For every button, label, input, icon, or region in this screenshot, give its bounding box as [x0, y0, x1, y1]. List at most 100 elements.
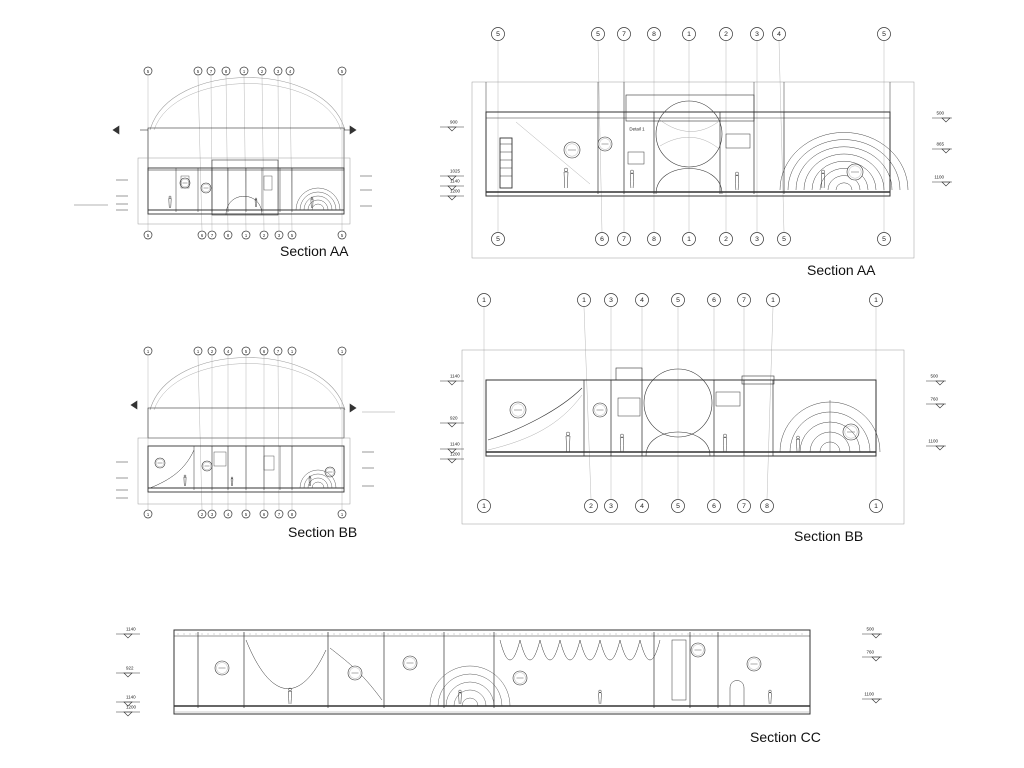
arc-ring-aa-small [311, 203, 325, 211]
grid-bubble-bb-large-top [604, 293, 618, 307]
figure-head [723, 433, 727, 438]
level-marker-bb-right [935, 445, 945, 451]
section-outline-bb-small [137, 437, 351, 505]
figure-head [168, 195, 172, 199]
grid-bubble-bb-large-bottom [737, 499, 751, 513]
grid-bubble-aa-large-bottom-label: 5 [496, 236, 500, 243]
detail-label: Detail 1 [629, 127, 645, 132]
grid-bubble-aa-small-top-label: 5 [147, 69, 150, 74]
grid-bubble-bb-large-top-label: 5 [676, 297, 680, 304]
grid-bubble-bb-large-top-label: 1 [771, 297, 775, 304]
display-panel [263, 455, 275, 471]
lantern-bb-large [615, 367, 643, 381]
grid-bubble-bb-small-top-label: 4 [227, 349, 230, 354]
grid-bubble-aa-large-bottom [750, 232, 764, 246]
gallery-box-bb-large [485, 379, 877, 457]
grid-bubble-aa-large-top-label: 8 [652, 31, 656, 38]
figure-body [722, 437, 728, 453]
arc-ring-aa-small [303, 195, 333, 211]
grid-bubble-aa-small-bottom [207, 230, 217, 240]
arc-ring-aa-large [835, 182, 853, 191]
grid-bubble-aa-large-top-label: 1 [687, 31, 691, 38]
grid-bubble-aa-large-bottom-label: 2 [724, 236, 728, 243]
lantern-aa-large [625, 94, 755, 122]
grid-bubble-aa-large-top [617, 27, 631, 41]
grid-bubble-bb-large-top-label: 1 [482, 297, 486, 304]
curve-wall-cc [245, 639, 327, 689]
grid-bubble-aa-large-top-label: 3 [755, 31, 759, 38]
curve-wall-bb-small [149, 449, 195, 489]
level-marker-cc-left [123, 711, 133, 717]
figure-head [183, 474, 187, 478]
level-marker-cc-left-label: 922 [126, 666, 134, 671]
grid-bubble-bb-small-bottom-label: 4 [227, 512, 230, 517]
figure-body [308, 477, 312, 487]
arc-ring-aa-small [299, 191, 337, 211]
grid-bubble-aa-small-top-label: 3 [277, 69, 280, 74]
grid-bubble-aa-small-bottom-label: 5 [341, 233, 344, 238]
stair-tower-aa-large [499, 137, 513, 189]
grid-bubble-bb-small-bottom-label: 1 [147, 512, 150, 517]
grid-bubble-aa-small-top-label: 5 [197, 69, 200, 74]
caption-section-aa-small: Section AA [280, 243, 349, 259]
grid-bubble-aa-large-bottom [682, 232, 696, 246]
human-figure-icon [308, 475, 312, 487]
level-marker-aa-right-label: 865 [936, 142, 944, 147]
figure-head [796, 435, 800, 440]
display-case [627, 151, 645, 165]
grid-bubble-aa-small-bottom [274, 230, 284, 240]
grid-bubble-bb-small-bottom [223, 509, 233, 519]
gallery-box-aa-large [485, 111, 891, 197]
arc-ring-aa-large [827, 175, 861, 191]
grid-bubble-bb-small-bottom-label: 3 [211, 512, 214, 517]
level-marker-cc-left [123, 633, 133, 639]
grid-bubble-bb-large-bottom [477, 499, 491, 513]
grid-bubble-aa-small-bottom-label: 3 [278, 233, 281, 238]
display-case [715, 391, 741, 407]
grid-bubble-bb-small-top [207, 346, 217, 356]
vault-roof-aa-small [149, 77, 346, 131]
grid-bubble-bb-small-top-label: 2 [211, 349, 214, 354]
grid-bubble-bb-small-top [273, 346, 283, 356]
level-marker-aa-left [447, 195, 457, 201]
human-figure-icon [458, 689, 462, 705]
grid-bubble-aa-large-bottom-label: 1 [687, 236, 691, 243]
grid-bubble-bb-large-top [869, 293, 883, 307]
level-marker-aa-right [941, 117, 951, 123]
grid-bubble-aa-small-top [337, 66, 347, 76]
vault-roof-inner-bb-small [153, 363, 342, 411]
grid-bubble-bb-small-bottom-label: 1 [341, 512, 344, 517]
level-marker-cc-left-label: 1140 [126, 627, 136, 632]
grid-bubble-bb-large-top [477, 293, 491, 307]
level-marker-cc-right-label: 760 [866, 650, 874, 655]
level-marker-aa-right-label: 1100 [934, 175, 944, 180]
grid-bubble-bb-small-top-label: 1 [197, 349, 200, 354]
human-figure-icon [310, 196, 314, 209]
grid-line-aa-large [778, 40, 785, 233]
human-figure-icon [629, 169, 635, 189]
grid-bubble-bb-large-bottom [869, 499, 883, 513]
grid-bubble-aa-large-top [877, 27, 891, 41]
grid-bubble-aa-small-top-label: 4 [289, 69, 292, 74]
lantern-bb-large [741, 375, 775, 385]
figure-body [820, 173, 826, 189]
grid-bubble-aa-small-top-label: 5 [341, 69, 344, 74]
grid-bubble-bb-small-top-label: 1 [147, 349, 150, 354]
grid-bubble-bb-small-bottom [207, 509, 217, 519]
arc-ring-aa-large [787, 139, 901, 191]
sheet-frame-bb-large [461, 349, 905, 525]
level-marker-bb-right [935, 403, 945, 409]
grid-bubble-bb-small-top [337, 346, 347, 356]
grid-bubble-aa-small-bottom-label: 5 [147, 233, 150, 238]
grid-bubble-bb-large-top [577, 293, 591, 307]
level-marker-bb-left [447, 380, 457, 386]
level-marker-aa-left-label: 1140 [450, 179, 460, 184]
display-panel [263, 175, 273, 191]
grid-bubble-aa-small-bottom [287, 230, 297, 240]
grid-bubble-bb-large-bottom-label: 5 [676, 503, 680, 510]
grid-bubble-aa-large-bottom [617, 232, 631, 246]
grid-bubble-bb-large-top [737, 293, 751, 307]
gallery-box-cc [173, 629, 811, 715]
grid-bubble-bb-large-top-label: 7 [742, 297, 746, 304]
level-marker-bb-right-label: 760 [930, 397, 938, 402]
